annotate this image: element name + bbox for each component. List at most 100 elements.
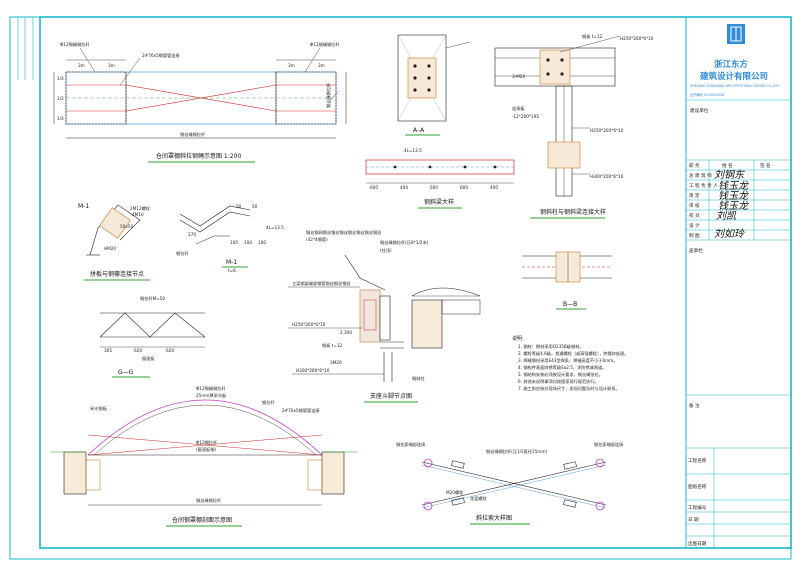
m1-node-label: M-1 [78, 203, 89, 210]
shed-elevation-title: 仓间罩棚斜拉钢绳示意图 1:200 [156, 152, 241, 160]
purlin-dim-3: 600 [430, 185, 438, 190]
m1-part-title: M-1 [226, 259, 237, 266]
purlin-dim-4: 600 [460, 185, 468, 190]
truss-gg-drawing: 钢拉杆M=50 305 620 620 屋面板 G—G [99, 295, 206, 378]
section-aa-title: A–A [413, 127, 425, 134]
note-line-5: 5. 钢结构安装必须按设计要求，钢丝绳张拉。 [518, 371, 603, 378]
purlin-dim-5: 400 [490, 185, 498, 190]
date-label: 日 期 [688, 517, 699, 523]
project-owner-label: 建设单位 [690, 107, 709, 114]
signature-4: 钱玉龙 [718, 200, 749, 212]
truss-dim-1: 305 [104, 348, 112, 353]
tie-label-3: 钢丝绳钢拉杆(压1/2直径15mm) [486, 448, 548, 455]
label-top-left: Φ12钢绳钢拉杆 [60, 41, 90, 48]
tie-rod-drawing: 钢拉索端部连接 钢拉索端部连接 钢丝绳钢拉杆(压1/2直径15mm) M20螺栓… [396, 441, 624, 525]
support-node-drawing: 钢丝钢网钢丝钢丝钢丝钢丝钢丝钢丝钢丝 (42*4钢管) 钢丝绳钢拉杆(压8*1/… [288, 229, 481, 403]
tie-label-1: 钢拉索端部连接 [396, 441, 426, 448]
drawing-no-label: 工程编号 [688, 504, 707, 511]
dim-left-1: 3m [78, 63, 85, 68]
support-label-2: (42*4钢管) [306, 236, 328, 243]
beam-label-h1: H250*200*6*10 [620, 36, 654, 41]
tb-header-role: 职 务 [689, 162, 700, 169]
roof-label-5: 采光钢板 [90, 405, 108, 412]
tb-role-1: 总 建 筑 师 [689, 172, 712, 179]
signature-2: 钱玉龙 [718, 180, 749, 192]
scale-label: 出图日期 [688, 540, 707, 547]
m1-part-dim-6: 100 [258, 240, 266, 245]
signature-5: 刘凯 [716, 210, 737, 222]
firm-name-english: ZHEJIANG DONGFANG ARCHITECTURAL DESIGN C… [690, 84, 779, 88]
label-plate: 2#76x5钢管管连接 [142, 52, 180, 59]
beam-label-h2: H250*200*6*10 [590, 128, 624, 133]
dim-v2: 1/2 [57, 96, 64, 101]
roof-section-title: 仓间钢罩棚剖面示意图 [172, 516, 232, 524]
roof-dim-label: 钢丝绳钢拉杆 [196, 497, 222, 504]
firm-name-line-1: 浙江东方 [714, 59, 749, 70]
tie-label-2: 钢拉索端部连接 [594, 441, 624, 448]
roof-label-7: 2#76x5钢管管连接 [282, 407, 320, 414]
beam-label-3m12: 3-M20 [512, 74, 525, 79]
note-line-4: 4. 钢构件表面除锈等级Sa2.5，涂防锈漆两道。 [518, 364, 606, 371]
beam-label-top: 钢板 t=12 [582, 33, 603, 40]
m1-node-drawing: M-1 2M12螺栓 4M10 50x50 HM20 拼板与钢檩连接节点 [78, 203, 151, 281]
note-line-3: 3. 焊缝钢材采用E43型焊条，焊缝高度不小于6mm。 [518, 357, 618, 364]
dim-v1: 1/4 [57, 76, 64, 81]
drawing-name-label: 图纸名称 [688, 483, 707, 490]
signature-3: 钱玉龙 [718, 190, 749, 202]
beam-label-h3: H300*200*6*10 [590, 174, 624, 179]
support-node-title: 支座斗脚节点图 [370, 392, 412, 400]
seal-label: 盖章栏 [689, 247, 703, 254]
tb-role-7: 制 图 [689, 232, 700, 239]
inner-frame [39, 16, 792, 549]
tb-header-name: 姓 名 [722, 162, 733, 169]
notes-block: 说明: 1. 钢材：钢材采用Q235B级钢材。 2. 螺栓等级4.6级，普通螺栓… [512, 335, 628, 392]
dim-left-2: 3m [108, 63, 115, 68]
notes-title: 说明: [512, 335, 524, 342]
title-block: 浙江东方 建筑设计有限公司 ZHEJIANG DONGFANG ARCHITEC… [685, 17, 791, 548]
tb-role-5: 校 对 [689, 212, 700, 219]
tie-label-4: M20螺栓 [446, 489, 464, 496]
note-line-6: 6. 其他未说明事项均按国家现行规范执行。 [518, 378, 599, 385]
m1-part-dim-1: 50 [236, 204, 242, 209]
support-label-8: 钢板 t=12 [322, 342, 343, 349]
roof-label-6: 钢拉杆 [262, 399, 275, 406]
m1-node-label-a: 2M12螺栓 [130, 205, 151, 212]
dim-right-1: 3m [288, 63, 295, 68]
outer-frame [9, 16, 792, 560]
purlin-label-top: 4L=13.5 [404, 148, 422, 153]
beam-label-plate2: -12*200*195 [512, 114, 539, 119]
roof-label-4: (屋面板钢) [196, 446, 216, 453]
signature-6: 刘如玲 [714, 228, 745, 240]
cert-number: 证书编号 A133002546 [690, 92, 724, 97]
section-bb-title: B—B [563, 301, 577, 308]
beam-joint-title: 钢斜柱与钢斜梁连接大样 [540, 208, 606, 216]
m1-part-dim-2: 50 [252, 204, 258, 209]
support-label-4: (柱顶) [380, 247, 392, 254]
support-label-1: 钢丝钢网钢丝钢丝钢丝钢丝钢丝钢丝钢丝 [306, 229, 381, 236]
beam-joint-drawing: 钢板 t=12 H250*200*6*10 3-M20 连接板 -12*200*… [494, 33, 654, 219]
shed-elevation-drawing: Φ12钢绳钢拉杆 Φ12钢绳钢拉杆 2#76x5钢管管连接 钢丝绳钢拉杆 钢丝绳… [53, 41, 347, 163]
tb-role-2: 工 程 负 责 人 [689, 182, 718, 189]
support-label-7: 2.300 [340, 330, 352, 335]
truss-label-bottom: 屋面板 [142, 355, 155, 362]
note-line-2: 2. 螺栓等级4.6级，普通螺栓（或高强螺栓），热镀锌处理。 [518, 350, 628, 357]
tb-role-6: 设 计 [689, 222, 700, 229]
remarks-label: 备 注 [689, 402, 700, 409]
label-bottom: 钢丝绳钢拉杆 [180, 131, 206, 138]
roof-label-1: Φ12钢绳钢拉杆 [196, 385, 226, 392]
section-aa-drawing: A–A [397, 34, 471, 136]
purlin-dim-2: 400 [400, 185, 408, 190]
beam-label-plate: 连接板 [512, 105, 525, 112]
m1-node-title: 拼板与钢檩连接节点 [90, 270, 144, 278]
support-label-9: H300*200*6*10 [296, 368, 330, 373]
m1-node-label-c: 50x50 [120, 224, 133, 229]
project-name-label: 工程名称 [688, 457, 707, 464]
tb-role-3: 审 定 [689, 192, 700, 199]
truss-label-top: 钢拉杆M=50 [140, 295, 165, 302]
signature-1: 刘钢东 [714, 169, 745, 181]
tie-rod-title: 斜拉索大样图 [476, 514, 512, 522]
firm-name-line-2: 建筑设计有限公司 [699, 71, 768, 82]
roof-label-2: 25mm厚采光板 [196, 392, 227, 399]
note-line-7: 7. 施工前应核对现场尺寸，发现问题及时与设计联系。 [518, 385, 620, 392]
